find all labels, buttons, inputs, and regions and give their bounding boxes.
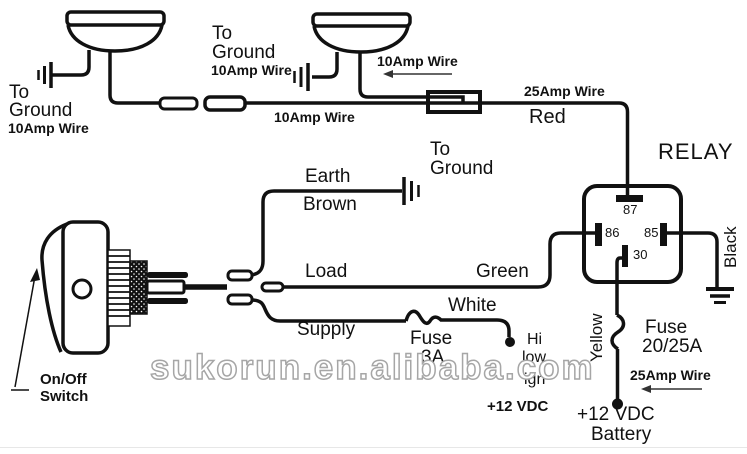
battery-fuse-rating: 20/25A bbox=[642, 336, 703, 357]
relay-ground-wire-black bbox=[667, 231, 719, 287]
relay-pin-87-label: 87 bbox=[623, 202, 638, 217]
main-feed-wire bbox=[245, 101, 630, 200]
supply-source-line3: ign bbox=[524, 371, 546, 388]
image-bottom-edge bbox=[0, 447, 747, 448]
rocker-switch-icon bbox=[40, 220, 227, 355]
load-wire-color: Green bbox=[476, 261, 529, 282]
switch-knurled-nut bbox=[129, 260, 148, 315]
relay-feed-wire-gauge: 25Amp Wire bbox=[524, 83, 605, 99]
relay-pin-30-label: 30 bbox=[633, 247, 648, 262]
battery-source-line1: +12 VDC bbox=[577, 404, 655, 425]
lamp-left-feed-wire bbox=[108, 51, 160, 105]
lamp-mid-icon bbox=[311, 12, 412, 54]
main-feed-wire-gauge: 10Amp Wire bbox=[274, 109, 355, 125]
switch-label-line1: On/Off bbox=[40, 371, 87, 388]
earth-ground-label-to: To bbox=[430, 139, 451, 160]
switch-terminal-middle bbox=[145, 279, 186, 295]
supply-wire-white bbox=[251, 298, 511, 337]
switch-body bbox=[61, 220, 110, 355]
watermark: sukorun.en.alibaba.com bbox=[149, 348, 595, 387]
supply-source-dot bbox=[505, 337, 515, 347]
load-wire-green bbox=[283, 231, 599, 289]
lamp-mid-ground-wire-gauge: 10Amp Wire bbox=[211, 62, 292, 78]
battery-source-line2: Battery bbox=[591, 424, 652, 445]
spade-connector-2 bbox=[203, 95, 247, 112]
battery-fuse-label: Fuse bbox=[645, 317, 688, 338]
supply-source-voltage: +12 VDC bbox=[487, 398, 549, 415]
ground-symbol-relay bbox=[706, 287, 734, 304]
ground-symbol-left-lamp bbox=[37, 62, 53, 88]
battery-feed-wire-yellow bbox=[610, 256, 626, 399]
earth-ground-label: Ground bbox=[430, 158, 494, 179]
earth-wire-color: Brown bbox=[303, 194, 357, 215]
lamp-mid-feed-wire bbox=[358, 53, 465, 102]
relay-pin-86-label: 86 bbox=[605, 225, 620, 240]
fuse-symbol-supply bbox=[404, 309, 444, 326]
spade-connector-earth bbox=[226, 269, 254, 282]
lamp-left-ground-label: Ground bbox=[9, 100, 73, 121]
switch-label-line2: Switch bbox=[40, 388, 89, 405]
inline-connector bbox=[426, 90, 482, 114]
supply-source-line2: low bbox=[522, 349, 547, 366]
load-wire-label: Load bbox=[305, 261, 348, 282]
lamp-left-ground-wire bbox=[52, 50, 91, 77]
battery-terminal-dot bbox=[612, 398, 623, 410]
ground-symbol-mid-lamp bbox=[293, 63, 310, 91]
relay-pin-30-blade bbox=[622, 245, 628, 267]
relay-pin-87-blade bbox=[616, 195, 643, 202]
relay-ground-wire-color: Black bbox=[721, 226, 740, 268]
lamp-mid-feed-wire-gauge: 10Amp Wire bbox=[377, 53, 458, 69]
switch-threaded-collar bbox=[107, 249, 131, 327]
lamp-mid-ground-label: Ground bbox=[212, 42, 276, 63]
switch-indicator-dot bbox=[71, 278, 93, 300]
supply-source-line1: Hi bbox=[527, 331, 543, 348]
earth-wire-label: Earth bbox=[305, 166, 351, 187]
switch-pointer-arrow bbox=[11, 268, 40, 391]
battery-wire-gauge: 25Amp Wire bbox=[630, 367, 711, 383]
lamp-left-ground-label-to: To bbox=[9, 82, 30, 103]
lamp-mid-ground-label-to: To bbox=[212, 23, 233, 44]
supply-fuse-label: Fuse bbox=[410, 328, 453, 349]
feed-direction-arrow bbox=[383, 70, 452, 78]
spade-connector-supply bbox=[226, 293, 254, 306]
switch-terminal-top bbox=[147, 272, 188, 278]
rocker-blade bbox=[40, 222, 68, 353]
relay-feed-wire-color: Red bbox=[529, 106, 566, 128]
relay-pin-85-blade bbox=[660, 223, 667, 246]
battery-wire-arrow bbox=[641, 385, 702, 393]
spade-connector-1 bbox=[158, 96, 199, 111]
switch-terminal-bottom bbox=[147, 298, 188, 304]
supply-wire-color: White bbox=[448, 295, 497, 316]
lamp-left-ground-wire-gauge: 10Amp Wire bbox=[8, 120, 89, 136]
ground-symbol-earth bbox=[402, 177, 420, 205]
fuse-symbol-battery bbox=[610, 313, 626, 351]
lamp-mid-ground-wire bbox=[312, 52, 339, 79]
supply-fuse-rating: 3A bbox=[421, 347, 445, 368]
lamp-left-icon bbox=[65, 10, 166, 53]
earth-wire-brown bbox=[250, 189, 402, 277]
relay-title: RELAY bbox=[658, 139, 734, 164]
relay-pin-85-label: 85 bbox=[644, 225, 659, 240]
supply-wire-label: Supply bbox=[297, 319, 356, 340]
spade-connector-load bbox=[260, 281, 285, 293]
